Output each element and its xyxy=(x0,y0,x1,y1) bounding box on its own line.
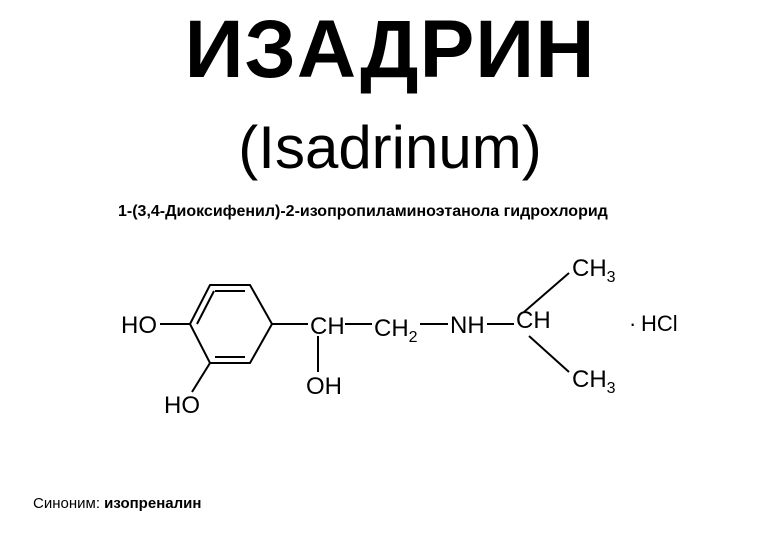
ch3-bottom-label: CH3 xyxy=(572,366,616,397)
synonym-value: изопреналин xyxy=(104,495,202,512)
ho-bottom-label: HO xyxy=(164,392,200,419)
synonym-label: Синоним: xyxy=(33,495,100,512)
bond-ring-ho xyxy=(191,362,211,393)
salt-label: HCl xyxy=(641,311,678,336)
salt-dot: · xyxy=(629,311,636,336)
chemical-name: 1-(3,4-Диоксифенил)-2-изопропиламиноэтан… xyxy=(118,203,608,220)
ho-top-label: HO xyxy=(121,312,157,339)
bond-ch-ch3-bottom xyxy=(528,335,570,373)
ch-right-label: CH xyxy=(516,307,551,334)
ch-left-label: CH xyxy=(310,313,345,340)
bond-ch-ch3-top xyxy=(523,272,570,313)
benzene-ring xyxy=(188,284,274,364)
page-title: ИЗАДРИН xyxy=(184,4,596,95)
latin-name: (Isadrinum) xyxy=(238,114,542,181)
nh-label: NH xyxy=(450,312,485,339)
ch2-label: CH2 xyxy=(374,315,418,346)
oh-label: OH xyxy=(306,373,342,400)
ch3-top-label: CH3 xyxy=(572,255,616,286)
bonds xyxy=(160,272,570,393)
synonym-line: Синоним: изопреналин xyxy=(33,495,201,512)
